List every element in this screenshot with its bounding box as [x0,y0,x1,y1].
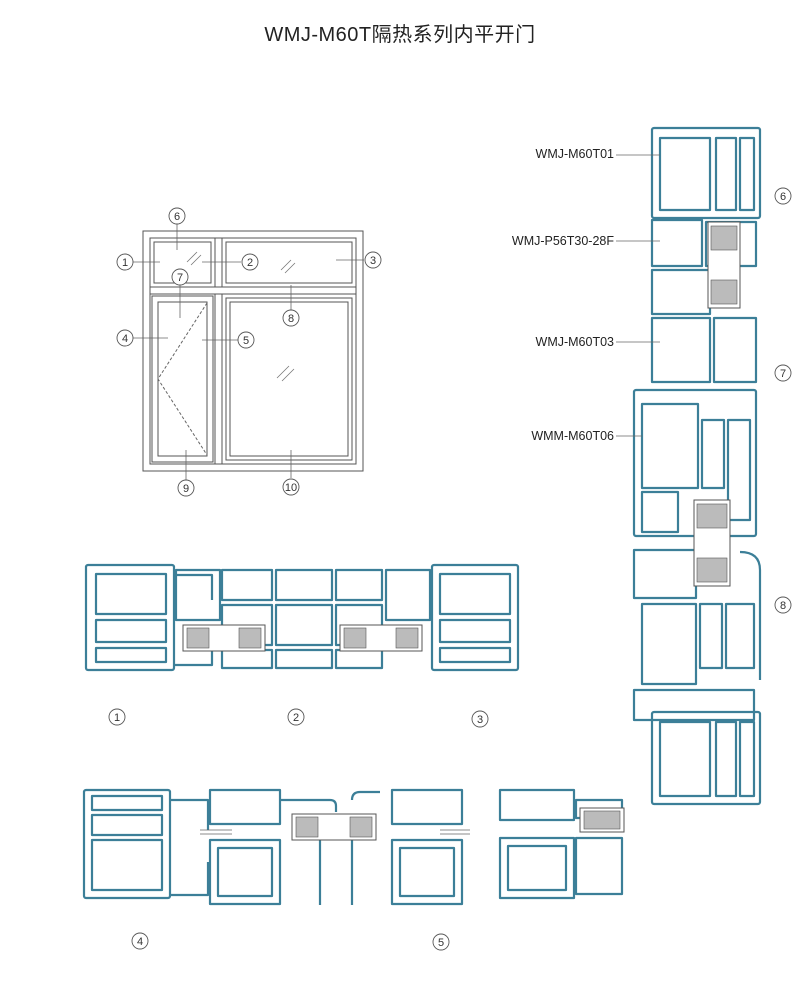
glass-units-section-1 [182,624,423,652]
side-callout-label: 7 [780,368,786,380]
window-callout-circle [116,253,134,271]
window-callout-circle [241,253,259,271]
profile-label-p56t30-28f: WMJ-P56T30-28F [511,234,614,248]
side-callout-label: 8 [780,600,786,612]
window-callout-label: 2 [247,257,253,269]
window-callout-label: 10 [285,482,297,494]
profile-label-m60t03: WMJ-M60T03 [535,335,614,349]
window-callout-circle [364,251,382,269]
window-elevation [142,230,364,472]
window-callout-label: 7 [177,272,183,284]
profile-label-m60t01: WMJ-M60T01 [535,147,614,161]
callout-leaders [132,224,364,480]
profile-label-leaders [616,154,660,437]
window-callout-label: 9 [183,483,189,495]
side-callout-label: 6 [780,191,786,203]
window-callout-circle [171,268,189,286]
section-callout-label: 4 [137,936,143,948]
section-4-5 [82,788,624,906]
window-callout-label: 4 [122,333,128,345]
window-callout-label: 5 [243,335,249,347]
window-callouts: 1 2 3 4 5 6 7 8 9 10 [116,207,382,497]
section-callout-circle [108,708,126,726]
opening-direction-line [157,302,208,456]
vertical-section [632,126,762,806]
side-callout-circle [774,364,792,382]
page-title: WMJ-M60T隔热系列内平开门 [264,24,536,46]
glass-reflection-marks [186,251,296,382]
window-callout-circle [168,207,186,225]
window-callout-circle [237,331,255,349]
section-callout-circle [471,710,489,728]
side-callouts: 6 7 8 [774,187,792,614]
window-callout-label: 3 [370,255,376,267]
glass-units-section-4-5 [200,807,625,841]
window-callout-circle [116,329,134,347]
section-1-2-3 [84,563,520,672]
window-callout-label: 1 [122,257,128,269]
section-1-callouts: 1 2 3 [108,708,489,728]
window-callout-label: 6 [174,211,180,223]
section-callout-label: 2 [293,712,299,724]
window-callout-circle [282,309,300,327]
section-callout-circle [287,708,305,726]
side-callout-circle [774,187,792,205]
section-callout-label: 3 [477,714,483,726]
profile-label-m60t06: WMM-M60T06 [531,429,614,443]
vertical-glass-units [693,221,741,587]
window-callout-circle [177,479,195,497]
window-callout-label: 8 [288,313,294,325]
section-callout-label: 5 [438,937,444,949]
section-callout-circle [131,932,149,950]
section-callout-label: 1 [114,712,120,724]
section-callout-circle [432,933,450,951]
window-callout-circle [282,478,300,496]
side-callout-circle [774,596,792,614]
